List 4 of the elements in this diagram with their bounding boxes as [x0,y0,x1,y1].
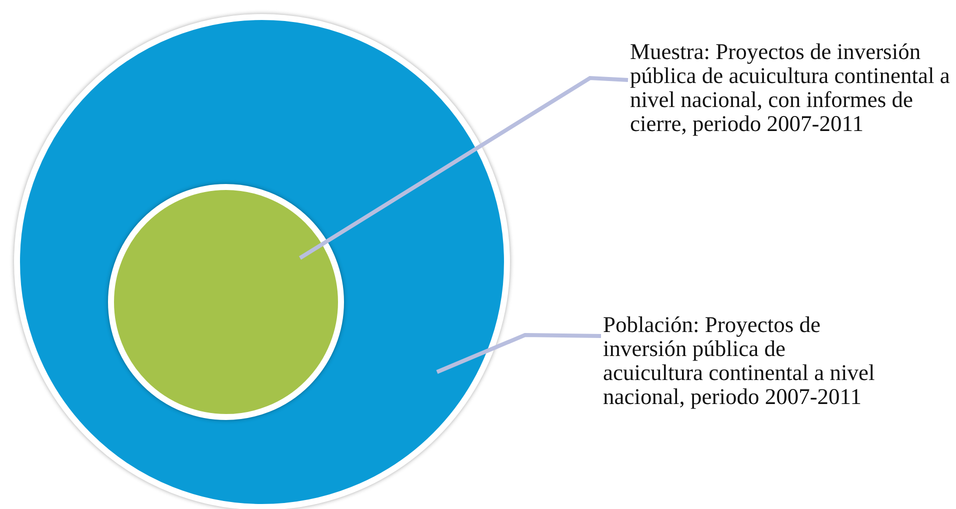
leader-line [436,333,602,374]
callout-text: Muestra: Proyectos de inversión pública de acuicultura continental a nivel nacional, con informes de cierre, periodo 2007-2011 [630,40,956,136]
leader-line [298,76,628,260]
callout-text: Población: Proyectos de inversión pública de acuicultura continental a nivel nacional, periodo 2007-2011 [603,313,878,409]
